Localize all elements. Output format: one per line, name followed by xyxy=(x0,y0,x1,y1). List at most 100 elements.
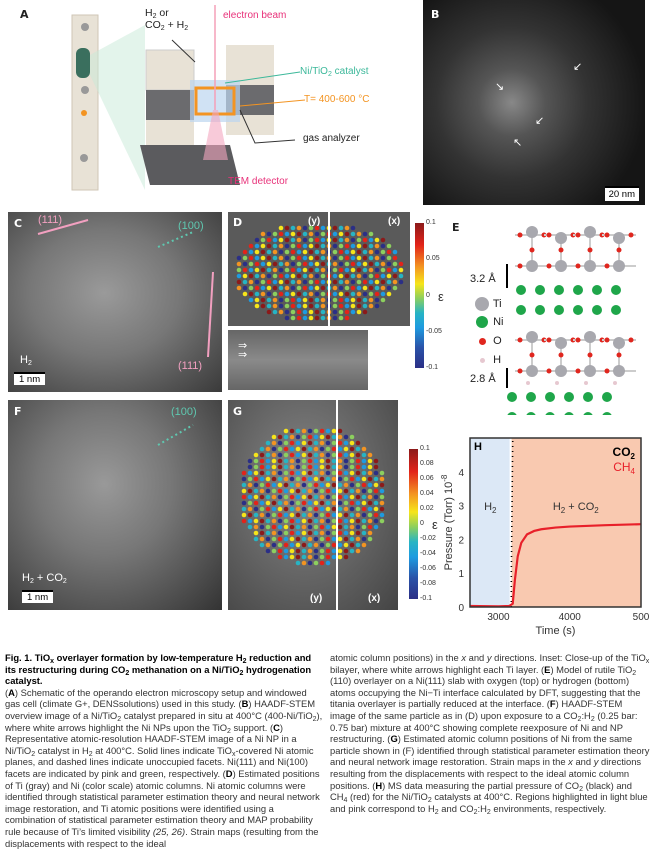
spacing-bar xyxy=(506,368,508,388)
atom-column-marker xyxy=(350,291,356,297)
caption-text: y xyxy=(593,756,599,768)
atom-column-marker xyxy=(332,237,338,243)
ti-atom xyxy=(584,226,596,238)
atom-column-marker xyxy=(356,273,362,279)
atom-column-marker xyxy=(241,470,247,476)
atom-column-marker xyxy=(314,267,320,273)
colorbar-g xyxy=(409,449,418,599)
atom-column-marker xyxy=(313,458,319,464)
atom-column-marker xyxy=(266,285,272,291)
atom-column-marker xyxy=(320,297,326,303)
atom-column-marker xyxy=(265,548,271,554)
atom-column-marker xyxy=(337,542,343,548)
atom-column-marker xyxy=(277,518,283,524)
atom-column-marker xyxy=(290,255,296,261)
caption-text: 2 xyxy=(427,797,432,805)
atom-column-marker xyxy=(302,261,308,267)
atom-column-marker xyxy=(362,285,368,291)
atom-column-marker xyxy=(314,225,320,231)
atom-column-marker xyxy=(278,231,284,237)
atom-column-marker xyxy=(344,231,350,237)
ti-atom xyxy=(584,365,596,377)
atom-column-marker xyxy=(307,560,313,566)
atom-column-marker xyxy=(253,512,259,518)
atom-column-marker xyxy=(367,464,373,470)
atom-column-marker xyxy=(367,452,373,458)
series-line-co2 xyxy=(510,437,514,607)
caption-text: and CO xyxy=(438,802,474,814)
atom-column-marker xyxy=(367,488,373,494)
atom-column-marker xyxy=(343,524,349,530)
atom-column-marker xyxy=(307,524,313,530)
atom-column-marker xyxy=(355,494,361,500)
atom-column-marker xyxy=(337,446,343,452)
caption-text: 2 xyxy=(577,715,582,723)
caption-text: A xyxy=(8,686,15,698)
atom-column-marker xyxy=(283,548,289,554)
atom-column-marker xyxy=(362,243,368,249)
atom-column-marker xyxy=(368,303,374,309)
caption-text: bilayer, where white arrows highlight ea… xyxy=(330,663,545,675)
atom-column-marker xyxy=(260,267,266,273)
atom-column-marker xyxy=(337,536,343,542)
atom-column-marker xyxy=(248,273,254,279)
atom-column-marker xyxy=(284,237,290,243)
atom-column-marker xyxy=(320,315,326,321)
ni-atom xyxy=(516,285,526,295)
atom-column-marker xyxy=(313,446,319,452)
atom-column-marker xyxy=(248,267,254,273)
atom-column-marker xyxy=(290,279,296,285)
atom-column-marker xyxy=(386,255,392,261)
atom-column-marker xyxy=(295,530,301,536)
atom-column-marker xyxy=(355,548,361,554)
atom-column-marker xyxy=(295,512,301,518)
atom-column-marker xyxy=(265,458,271,464)
atom-column-marker xyxy=(349,536,355,542)
atom-column-marker xyxy=(325,554,331,560)
atom-column-marker xyxy=(289,452,295,458)
atom-column-marker xyxy=(379,494,385,500)
atom-column-marker xyxy=(296,267,302,273)
atom-column-marker xyxy=(361,482,367,488)
atom-column-marker xyxy=(295,482,301,488)
o-atom xyxy=(604,232,610,238)
atom-column-marker xyxy=(260,297,266,303)
atom-column-marker xyxy=(319,536,325,542)
spacing-bottom-label: 2.8 Å xyxy=(470,373,496,385)
ni-atom xyxy=(573,305,583,315)
atom-column-marker xyxy=(356,285,362,291)
atom-column-marker xyxy=(319,464,325,470)
atom-column-marker xyxy=(259,524,265,530)
ti-atom xyxy=(555,365,567,377)
legend-entry: CO2 xyxy=(613,445,636,461)
atom-column-marker xyxy=(308,303,314,309)
atom-column-marker xyxy=(344,255,350,261)
atom-column-marker xyxy=(302,249,308,255)
atom-column-marker xyxy=(343,470,349,476)
atom-column-marker xyxy=(362,261,368,267)
atom-column-marker xyxy=(295,548,301,554)
atom-column-marker xyxy=(373,458,379,464)
ni-atom xyxy=(602,412,612,415)
atom-column-marker xyxy=(343,500,349,506)
atom-column-marker xyxy=(350,273,356,279)
atom-column-markers xyxy=(236,225,404,321)
atom-column-marker xyxy=(386,291,392,297)
atom-column-marker xyxy=(349,452,355,458)
atom-column-marker xyxy=(253,530,259,536)
atom-column-marker xyxy=(349,524,355,530)
atom-column-marker xyxy=(349,506,355,512)
o-atom xyxy=(575,232,581,238)
atom-column-marker xyxy=(277,470,283,476)
atom-column-marker xyxy=(253,488,259,494)
atom-column-marker xyxy=(308,231,314,237)
ni-atom xyxy=(564,412,574,415)
atom-column-marker xyxy=(319,548,325,554)
atom-column-marker xyxy=(314,291,320,297)
atom-column-marker xyxy=(367,536,373,542)
atom-column-marker xyxy=(271,500,277,506)
atom-column-marker xyxy=(301,512,307,518)
atom-column-marker xyxy=(362,249,368,255)
atom-column-marker xyxy=(332,273,338,279)
atom-column-marker xyxy=(367,470,373,476)
